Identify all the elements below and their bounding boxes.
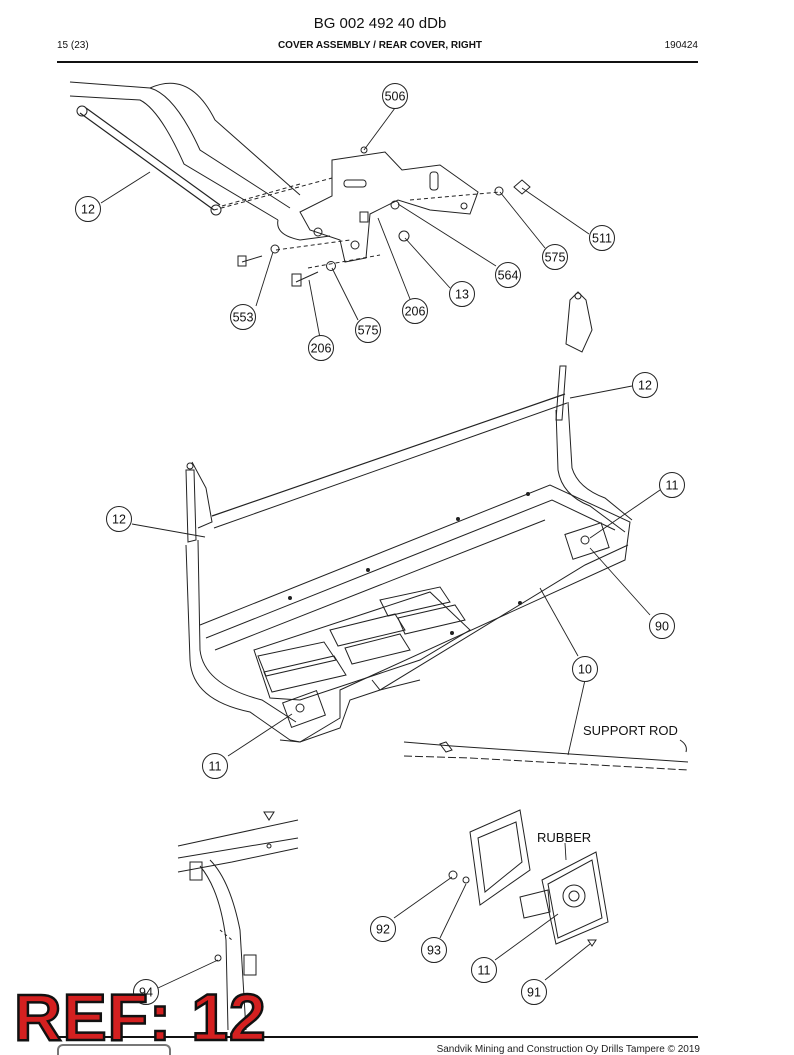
callout-92: 92 — [376, 923, 390, 937]
callout-11-detail: 11 — [478, 964, 491, 978]
callout-bubble — [589, 225, 615, 251]
callout-11-right: 11 — [666, 479, 679, 493]
page-number: 15 (23) — [57, 40, 89, 51]
callout-bubble — [542, 244, 568, 270]
callout-11-left: 11 — [209, 760, 222, 774]
header-rule — [57, 61, 698, 63]
callout-bubble — [230, 304, 256, 330]
callout-bubble — [402, 298, 428, 324]
callout-bubble — [106, 506, 132, 532]
callout-575-upper: 575 — [545, 251, 566, 265]
callout-bubble — [133, 979, 159, 1005]
callout-12-strut-left: 12 — [112, 513, 126, 527]
callout-206-right: 206 — [405, 305, 426, 319]
callout-bubble — [572, 656, 598, 682]
lower-left-detail — [177, 811, 299, 1031]
date-code: 190424 — [664, 40, 698, 51]
callout-numbers: 506 12 511 575 564 13 553 206 575 206 12… — [81, 90, 678, 1000]
rear-cover-frame — [185, 291, 633, 743]
footer-copyright: Sandvik Mining and Construction Oy Drill… — [436, 1044, 700, 1055]
hinge-bracket-assembly — [69, 81, 531, 287]
callout-13: 13 — [455, 288, 469, 302]
callout-94: 94 — [139, 986, 153, 1000]
callout-511: 511 — [592, 232, 612, 246]
callout-575-lower: 575 — [358, 324, 379, 338]
callout-206-left: 206 — [311, 342, 332, 356]
reference-stamp: REF: 12 — [13, 980, 267, 1054]
callout-12-strut-right: 12 — [638, 379, 652, 393]
callout-bubble — [649, 613, 675, 639]
rubber-label: RUBBER — [537, 830, 591, 845]
callout-93: 93 — [427, 944, 441, 958]
section-title: COVER ASSEMBLY / REAR COVER, RIGHT — [277, 40, 483, 51]
callout-bubbles — [75, 83, 685, 1005]
callout-bubble — [421, 937, 447, 963]
callout-bubble — [659, 472, 685, 498]
callout-bubble — [495, 262, 521, 288]
callout-564: 564 — [498, 269, 519, 283]
document-number: BG 002 492 40 dDb — [313, 15, 447, 32]
rubber-mount-detail — [448, 809, 609, 947]
callout-bubble — [370, 916, 396, 942]
company-logo — [57, 1044, 171, 1055]
callout-bubble — [308, 335, 334, 361]
callout-bubble — [632, 372, 658, 398]
callout-bubble — [202, 753, 228, 779]
support-rod-label: SUPPORT ROD — [583, 723, 678, 738]
callout-553: 553 — [233, 311, 254, 325]
callout-506: 506 — [385, 90, 406, 104]
callout-bubble — [382, 83, 408, 109]
callout-bubble — [521, 979, 547, 1005]
callout-91: 91 — [527, 986, 541, 1000]
leader-lines — [100, 107, 661, 989]
callout-bubble — [355, 317, 381, 343]
callout-10: 10 — [578, 663, 592, 677]
callout-bubble — [75, 196, 101, 222]
callout-90: 90 — [655, 620, 669, 634]
callout-bubble — [471, 957, 497, 983]
callout-bubble — [449, 281, 475, 307]
support-rod-detail — [403, 739, 689, 771]
callout-12-strut-top: 12 — [81, 203, 95, 217]
footer-rule — [57, 1036, 698, 1038]
